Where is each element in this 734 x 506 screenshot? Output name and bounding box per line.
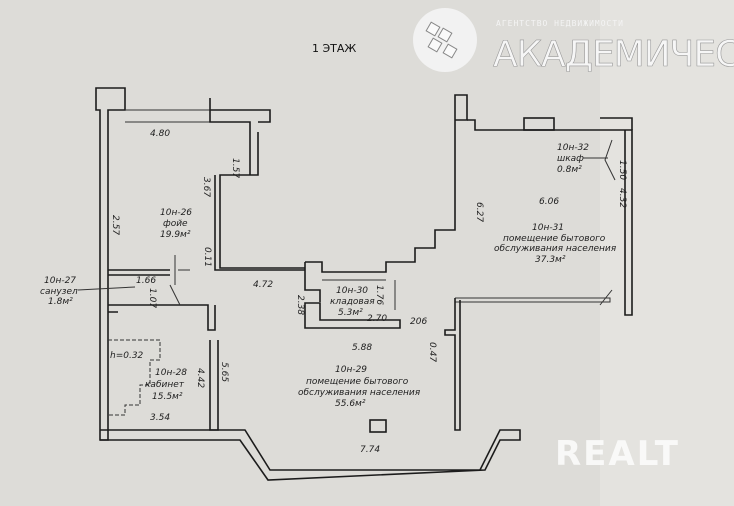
room-10n-28: 10н-28 кабинет 15.5м²	[145, 368, 187, 402]
dimension-label: 6.27	[474, 202, 484, 222]
dimension-label: 2.38	[295, 295, 305, 315]
room-label-text: санузел	[40, 287, 78, 297]
dimension-label: 0.11	[202, 247, 212, 267]
agency-logo: АГЕНТСТВО НЕДВИЖИМОСТИ АКАДЕМИЧЕСКОЕ	[413, 8, 734, 75]
floor-title: 1 ЭТАЖ	[312, 42, 356, 55]
room-label-text: 15.5м²	[152, 392, 183, 402]
dimension-label: h=0.32	[110, 351, 144, 361]
room-label-text: 10н-29	[335, 365, 367, 375]
room-label-text: АКАДЕМИЧЕСКОЕ	[493, 34, 734, 75]
room-label-text: 10н-26	[160, 208, 192, 218]
room-10n-31: 10н-31 помещение бытового обслуживания н…	[494, 223, 617, 265]
room-label-text: 19.9м²	[160, 230, 191, 240]
room-label-text: обслуживания населения	[494, 244, 617, 254]
room-label-text: 5.3м²	[338, 308, 363, 318]
room-label-text: шкаф	[557, 154, 584, 164]
room-label-text: кладовая	[330, 297, 375, 307]
room-label-text: фойе	[163, 219, 188, 229]
room-label-text: 37.3м²	[535, 255, 566, 265]
dimensions: 4.80 1.57 3.67 2.57 0.11 4.72 1.66 1.07 …	[110, 129, 627, 455]
realt-watermark: REALT	[555, 434, 680, 474]
room-label-text: помещение бытового	[503, 234, 606, 244]
dimension-label: 1.07	[147, 288, 157, 308]
dimension-label: 1.57	[230, 158, 240, 178]
room-10n-30: 10н-30 кладовая 5.3м²	[330, 286, 375, 318]
room-label-text: 10н-27	[44, 276, 76, 286]
room-label-text: 10н-31	[532, 223, 564, 233]
dimension-label: 206	[410, 317, 427, 327]
dimension-label: 4.32	[617, 188, 627, 208]
dimension-label: 2.70	[367, 314, 387, 324]
room-label-text: 10н-30	[336, 286, 368, 296]
room-label-text: АГЕНТСТВО НЕДВИЖИМОСТИ	[496, 19, 624, 28]
room-label-text: кабинет	[145, 380, 185, 390]
cube-logo-icon	[425, 21, 458, 59]
dimension-label: 2.57	[110, 215, 120, 235]
dimension-label: 4.42	[195, 368, 205, 388]
dimension-label: 3.54	[150, 413, 170, 423]
dimension-label: 3.67	[201, 177, 211, 197]
room-label-text: 55.6м²	[335, 399, 366, 409]
room-label-text: обслуживания населения	[298, 388, 421, 398]
dimension-label: 4.80	[150, 129, 170, 139]
dimension-label: 1.66	[136, 276, 156, 286]
room-label-text: 0.8м²	[557, 165, 582, 175]
room-10n-27: 10н-27 санузел 1.8м²	[40, 276, 136, 307]
room-10n-29: 10н-29 помещение бытового обслуживания н…	[298, 365, 421, 409]
dimension-label: 5.65	[219, 362, 229, 382]
room-10n-26: 10н-26 фойе 19.9м²	[160, 208, 192, 240]
room-label-text: помещение бытового	[306, 377, 409, 387]
dimension-label: 5.88	[352, 343, 372, 353]
dimension-label: 4.72	[253, 280, 273, 290]
dimension-label: 1.50	[617, 160, 627, 180]
dimension-label: 6.06	[539, 197, 559, 207]
room-10n-32: 10н-32 шкаф 0.8м²	[557, 143, 608, 175]
dimension-label: 1.76	[374, 285, 384, 305]
room-label-text: 10н-28	[155, 368, 187, 378]
dimension-label: 0.47	[427, 342, 437, 362]
dimension-label: 7.74	[360, 445, 380, 455]
walls	[95, 87, 633, 481]
room-label-text: 1.8м²	[48, 297, 73, 307]
room-label-text: 10н-32	[557, 143, 589, 153]
